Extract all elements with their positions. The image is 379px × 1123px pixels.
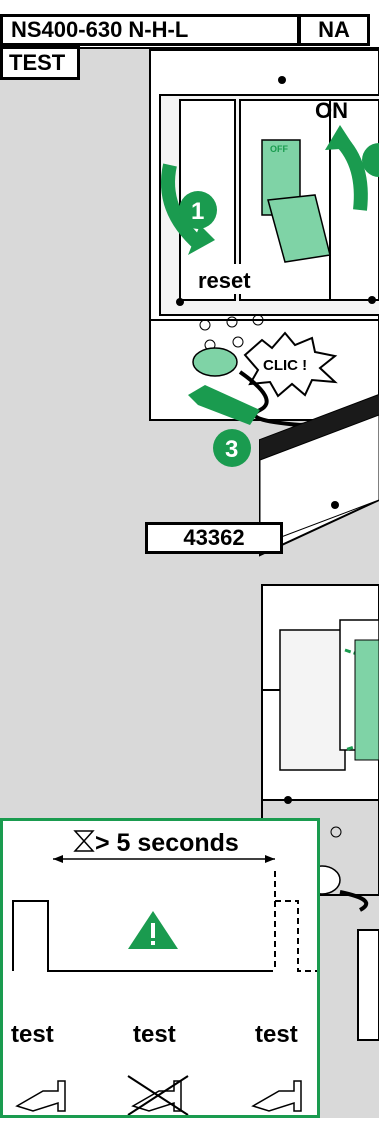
hand-press-icon	[253, 1081, 301, 1111]
off-label: OFF	[270, 144, 288, 154]
hourglass-icon	[75, 831, 93, 851]
step-3-number: 3	[225, 436, 238, 463]
device-code-label: 43362	[145, 522, 283, 554]
test-label-1: test	[11, 1021, 54, 1049]
bottom-margin	[0, 1118, 379, 1123]
warning-icon	[128, 911, 178, 949]
reset-label: reset	[198, 268, 251, 293]
clic-label: CLIC !	[263, 357, 307, 374]
hand-press-crossed-icon	[128, 1076, 188, 1115]
timing-panel: > 5 seconds test test test	[0, 818, 320, 1118]
on-label: ON	[315, 98, 348, 123]
duration-label: > 5 seconds	[95, 829, 239, 858]
test-label-2: test	[133, 1021, 176, 1049]
timing-diagram	[3, 821, 317, 1115]
hand-press-icon	[17, 1081, 65, 1111]
step-1-number: 1	[191, 198, 204, 225]
test-label-3: test	[255, 1021, 298, 1049]
